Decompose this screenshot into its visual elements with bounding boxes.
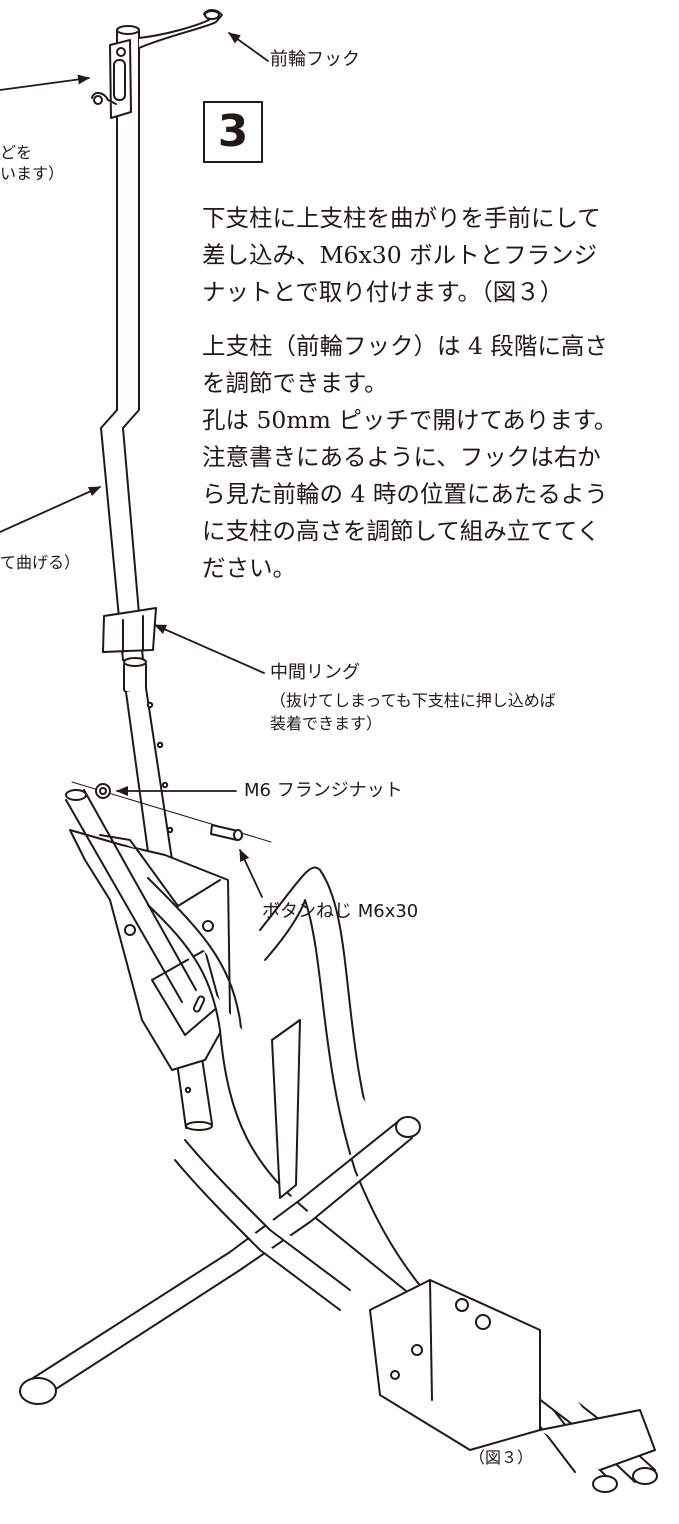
instruction-line: ら見た前輪の 4 時の位置にあたるよう: [202, 480, 608, 508]
bend-label-partial: て曲げる）: [0, 553, 81, 572]
step-number: 3: [217, 106, 249, 157]
instruction-line: ナットとで取り付けます。（図３）: [202, 278, 564, 306]
instructions-paragraph-2: 上支柱（前輪フック）は 4 段階に高さ を調節できます。 孔は 50mm ピッチ…: [202, 328, 672, 587]
instruction-line: 下支柱に上支柱を曲がりを手前にして: [202, 204, 601, 232]
instruction-line: 孔は 50mm ピッチで開けてあります。: [202, 406, 618, 434]
instructions-paragraph-1: 下支柱に上支柱を曲がりを手前にして 差し込み、M6x30 ボルトとフランジ ナッ…: [202, 200, 672, 311]
step-number-box: 3: [203, 101, 263, 163]
instruction-line: ださい。: [202, 554, 296, 582]
middle-ring-area: [102, 607, 157, 693]
button-screw-label: ボタンねじ M6x30: [262, 901, 419, 922]
front-hook-label: 前輪フック: [270, 49, 360, 70]
figure-caption: （図３）: [469, 1448, 534, 1467]
instruction-line: を調節できます。: [202, 369, 388, 397]
leader-lines: [0, 32, 269, 898]
bolt-part: [210, 824, 243, 841]
middle-ring-note-1: （抜けてしまっても下支柱に押し込めば: [270, 691, 556, 710]
instruction-line: 注意書きにあるように、フックは右か: [202, 443, 601, 471]
pin-label-partial-1: どを: [0, 143, 33, 162]
instruction-line: に支柱の高さを調節して組み立ててく: [202, 517, 601, 545]
instruction-line: 上支柱（前輪フック）は 4 段階に高さ: [202, 332, 608, 360]
instruction-line: 差し込み、M6x30 ボルトとフランジ: [202, 241, 598, 269]
upper-post: [91, 9, 223, 661]
hardware: [71, 781, 272, 843]
middle-ring-label: 中間リング: [270, 662, 360, 683]
pin-label-partial-2: います）: [0, 164, 65, 183]
flange-nut-part: [95, 783, 111, 799]
flange-nut-label: M6 フランジナット: [244, 780, 403, 801]
frame: [19, 789, 658, 1493]
middle-ring-note-2: 装着できます）: [270, 714, 383, 733]
